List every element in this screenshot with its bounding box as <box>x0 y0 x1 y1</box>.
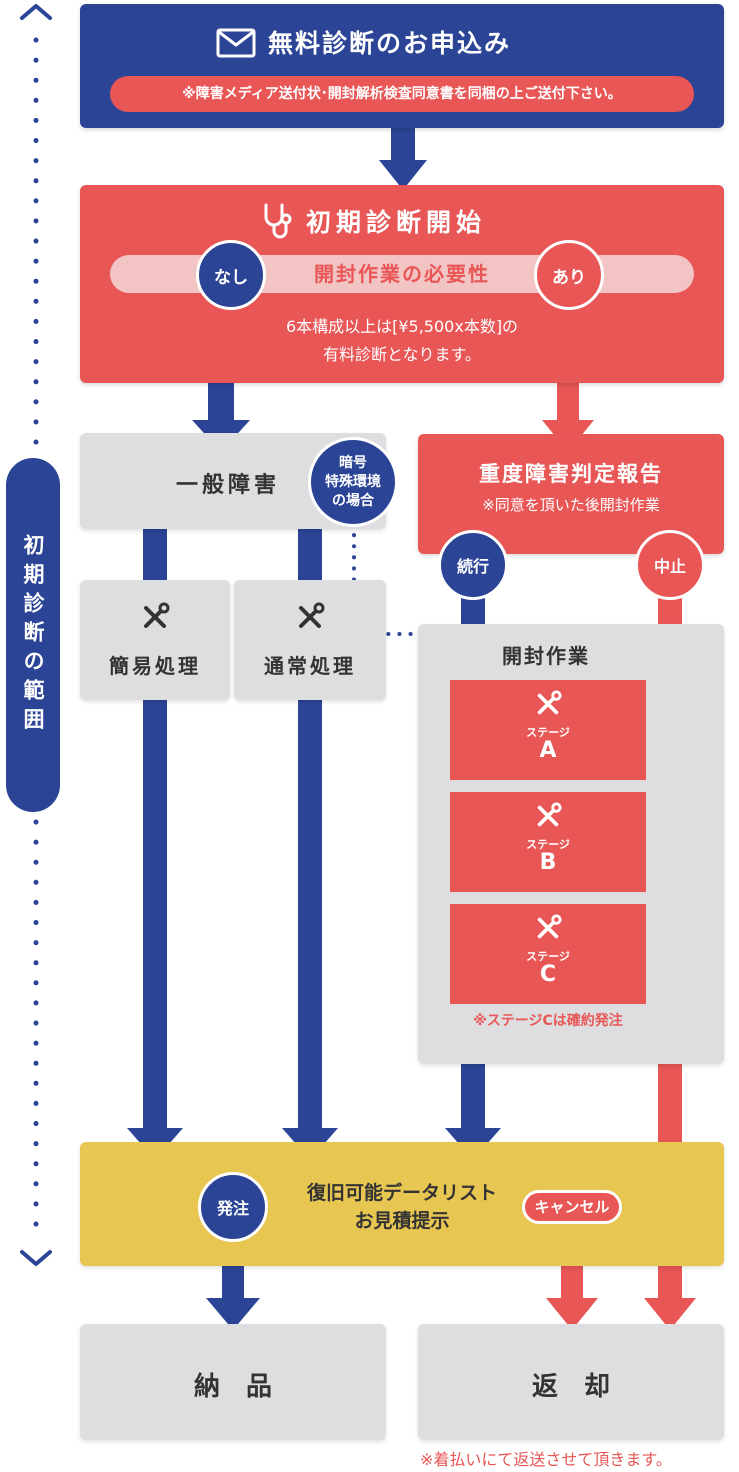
stage-c-note: ※ステージCは確約発注 <box>473 1013 623 1029</box>
special-env-line-2: 特殊環境 <box>325 473 381 490</box>
tools-icon <box>534 914 562 942</box>
fee-line-1: 6本構成以上は[¥5,500x本数]の <box>285 317 519 336</box>
stethoscope-icon <box>258 201 298 241</box>
special-env-badge: 暗号 特殊環境 の場合 <box>308 437 398 527</box>
stage-c-letter: C <box>539 962 557 987</box>
opening-work-box: 開封作業 ステージ A ステージ B <box>418 624 724 1064</box>
tools-icon <box>140 602 170 632</box>
badge-cancel-label: キャンセル <box>534 1198 610 1216</box>
envelope-icon <box>216 28 256 58</box>
stage-b-label: ステージ <box>526 838 570 851</box>
initial-diagnosis-box: 初期診断開始 開封作業の必要性 6本構成以上は[¥5,500x本数]の 有料診断… <box>80 185 724 383</box>
severe-report-title: 重度障害判定報告 <box>479 462 663 486</box>
quote-line-2: お見積提示 <box>354 1210 450 1232</box>
normal-processing-title: 通常処理 <box>264 654 356 678</box>
application-box: 無料診断のお申込み ※障害メディア送付状･開封解析検査同意書を同梱の上ご送付下さ… <box>80 4 724 128</box>
badge-no: なし <box>196 240 266 310</box>
badge-stop: 中止 <box>635 530 705 600</box>
quote-line-1: 復旧可能データリスト <box>306 1182 497 1204</box>
general-failure-title: 一般障害 <box>176 473 281 498</box>
opening-work-title: 開封作業 <box>502 644 590 668</box>
application-note: ※障害メディア送付状･開封解析検査同意書を同梱の上ご送付下さい。 <box>110 76 694 112</box>
range-label-text: 初期診断の範囲 <box>21 533 45 737</box>
return-title: 返 却 <box>531 1372 610 1402</box>
range-label: 初期診断の範囲 <box>6 458 60 812</box>
range-indicator <box>20 4 52 1266</box>
simple-processing-box: 簡易処理 <box>80 580 230 700</box>
simple-processing-title: 簡易処理 <box>109 654 201 678</box>
stage-a-letter: A <box>539 738 557 763</box>
fee-line-2: 有料診断となります。 <box>323 345 481 364</box>
return-box: 返 却 <box>418 1324 724 1440</box>
badge-order: 発注 <box>198 1172 268 1242</box>
badge-yes-label: あり <box>552 267 586 288</box>
stage-a-label: ステージ <box>526 726 570 739</box>
delivery-box: 納 品 <box>80 1324 386 1440</box>
stage-a-box: ステージ A <box>450 680 646 780</box>
badge-cancel: キャンセル <box>522 1190 622 1224</box>
badge-continue-label: 続行 <box>456 557 489 576</box>
tools-icon <box>534 690 562 718</box>
badge-no-label: なし <box>214 267 248 288</box>
tools-icon <box>534 802 562 830</box>
quote-box: 復旧可能データリスト お見積提示 <box>80 1142 724 1266</box>
stage-b-box: ステージ B <box>450 792 646 892</box>
normal-processing-box: 通常処理 <box>234 580 386 700</box>
stage-c-label: ステージ <box>526 950 570 963</box>
badge-order-label: 発注 <box>216 1199 249 1218</box>
stage-c-box: ステージ C <box>450 904 646 1004</box>
special-env-line-1: 暗号 <box>339 454 367 471</box>
special-env-line-3: の場合 <box>332 492 374 509</box>
tools-icon <box>295 602 325 632</box>
stage-b-letter: B <box>539 850 557 875</box>
badge-continue: 続行 <box>438 530 508 600</box>
footnote: ※着払いにて返送させて頂きます。 <box>420 1450 672 1469</box>
application-title: 無料診断のお申込み <box>268 29 512 58</box>
severe-report-note: ※同意を頂いた後開封作業 <box>482 496 660 514</box>
badge-stop-label: 中止 <box>653 557 686 576</box>
delivery-title: 納 品 <box>193 1372 272 1402</box>
badge-yes: あり <box>534 240 604 310</box>
initial-diagnosis-title: 初期診断開始 <box>306 208 487 237</box>
